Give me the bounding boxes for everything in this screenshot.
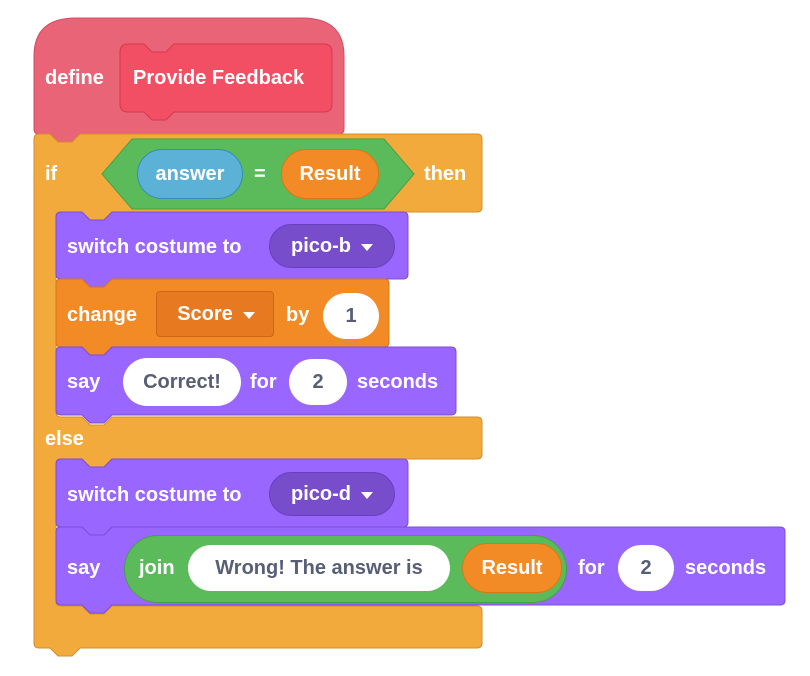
say-seconds-input[interactable]: 2 — [618, 545, 674, 591]
join-result-reporter[interactable]: Result — [462, 543, 562, 593]
equals-operator: = — [254, 163, 266, 185]
if-label: if — [45, 163, 58, 185]
for-label: for — [578, 557, 605, 579]
change-amount-input[interactable]: 1 — [323, 293, 379, 339]
chevron-down-icon — [361, 243, 373, 251]
costume-dropdown-value: pico-b — [291, 234, 351, 257]
join-text-input[interactable]: Wrong! The answer is — [188, 545, 450, 591]
variable-dropdown-value: Score — [177, 302, 233, 325]
for-label: for — [250, 371, 277, 393]
chevron-down-icon — [242, 311, 255, 319]
custom-block-name: Provide Feedback — [133, 67, 305, 89]
seconds-label: seconds — [685, 557, 767, 579]
define-keyword: define — [45, 67, 104, 89]
costume-dropdown[interactable]: pico-d — [269, 472, 395, 516]
say-seconds-input[interactable]: 2 — [289, 359, 347, 405]
by-label: by — [286, 304, 310, 326]
say-label: say — [67, 371, 101, 393]
then-label: then — [424, 163, 467, 185]
switch-costume-label: switch costume to — [67, 236, 242, 258]
change-label: change — [67, 304, 138, 326]
costume-dropdown[interactable]: pico-b — [269, 224, 395, 268]
define-prototype-shape[interactable] — [119, 43, 333, 121]
join-label: join — [139, 557, 175, 579]
result-reporter[interactable]: Result — [281, 149, 379, 199]
costume-dropdown-value: pico-d — [291, 482, 351, 505]
if-else-block-shape[interactable] — [33, 133, 483, 657]
answer-reporter[interactable]: answer — [137, 149, 243, 199]
switch-costume-label: switch costume to — [67, 484, 242, 506]
seconds-label: seconds — [357, 371, 439, 393]
chevron-down-icon — [361, 491, 373, 499]
variable-dropdown[interactable]: Score — [156, 291, 274, 337]
say-message-input[interactable]: Correct! — [123, 358, 241, 406]
say-label: say — [67, 557, 101, 579]
else-label: else — [45, 428, 84, 450]
